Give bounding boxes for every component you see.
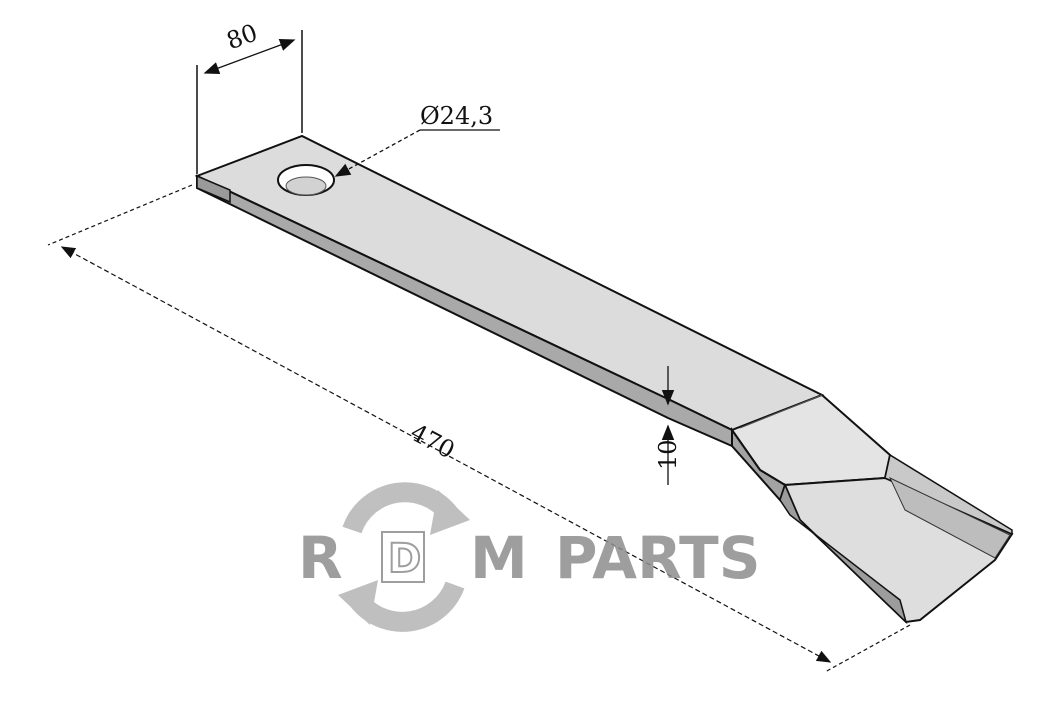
dimension-hole-diameter: Ø24,3 [334,102,500,177]
dimension-thickness: 10 [654,366,682,485]
watermark-letter-d: D [388,536,421,582]
watermark-parts: PARTS [555,524,760,592]
blade-tip-groove [888,476,1011,559]
blade-end-edge [196,174,231,204]
mounting-hole [277,164,335,196]
rdm-parts-watermark: R D M PARTS [298,482,760,632]
watermark-letter-r: R [298,524,343,592]
recycle-circle-icon [338,482,470,632]
dimension-thickness-label: 10 [654,439,682,470]
watermark-letter-m: M [470,524,528,592]
dimension-width-label: 80 [223,18,261,55]
dimension-hole-diameter-label: Ø24,3 [420,102,493,130]
